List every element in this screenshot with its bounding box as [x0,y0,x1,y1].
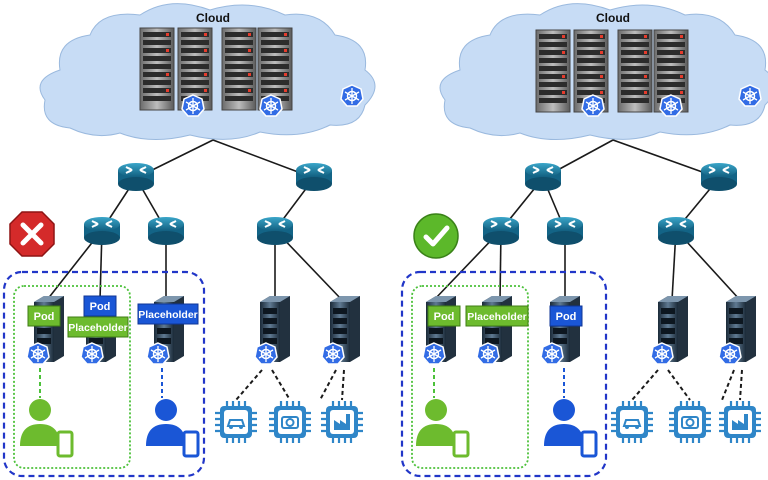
car-chip-icon [213,399,259,445]
user-with-phone-icon [146,399,186,446]
router-icon [147,216,185,246]
kubernetes-icon [340,84,364,107]
left-panel: Cloud [2,3,376,478]
phone-icon [452,430,470,458]
phone-icon [56,430,74,458]
cloud-label: Cloud [596,11,630,25]
router-icon [700,162,738,192]
router-icon [83,216,121,246]
edge-cluster-boundary [2,270,206,478]
right-panel: Cloud [400,3,768,478]
router-icon [295,162,333,192]
pod-label: Pod [434,311,455,323]
router-icon [117,162,155,192]
cloud-label: Cloud [196,11,230,25]
placeholder-label: Placeholder [138,309,198,321]
user-migration-boundary [411,285,529,469]
kubernetes-icon [26,342,50,365]
kubernetes-icon [738,84,762,107]
router-icon [482,216,520,246]
router-icon [524,162,562,192]
user-with-phone-icon [20,399,60,446]
success-check-icon [413,213,459,259]
camera-chip-icon [667,399,713,445]
user-with-phone-icon [544,399,584,446]
error-x-icon [9,211,55,257]
pod-label: Pod [34,311,55,323]
car-chip-icon [609,399,655,445]
server-rack-icon [139,27,175,111]
kubernetes-icon [476,342,500,365]
kubernetes-icon [422,342,446,365]
kubernetes-icon [659,94,683,117]
phone-icon [580,430,598,458]
phone-icon [182,430,200,458]
router-icon [546,216,584,246]
kubernetes-icon [650,342,674,365]
kubernetes-icon [718,342,742,365]
placeholder-label: Placeholder [68,322,128,334]
edge-cluster-boundary [400,270,608,478]
placeholder-label: Placeholder [467,311,527,323]
camera-chip-icon [267,399,313,445]
kubernetes-icon [259,94,283,117]
factory-chip-icon [717,399,763,445]
user-with-phone-icon [416,399,456,446]
kubernetes-icon [540,342,564,365]
factory-chip-icon [319,399,365,445]
server-rack-icon [221,27,257,111]
user-migration-boundary [13,285,131,469]
pod-label: Pod [90,301,111,313]
server-rack-icon [617,29,653,113]
kubernetes-icon [581,94,605,117]
kubernetes-icon [254,342,278,365]
kubernetes-icon [321,342,345,365]
pod-label: Pod [556,311,577,323]
kubernetes-icon [181,94,205,117]
router-icon [256,216,294,246]
kubernetes-icon [80,342,104,365]
server-rack-icon [535,29,571,113]
network-links [433,139,741,301]
router-icon [657,216,695,246]
kubernetes-icon [146,342,170,365]
